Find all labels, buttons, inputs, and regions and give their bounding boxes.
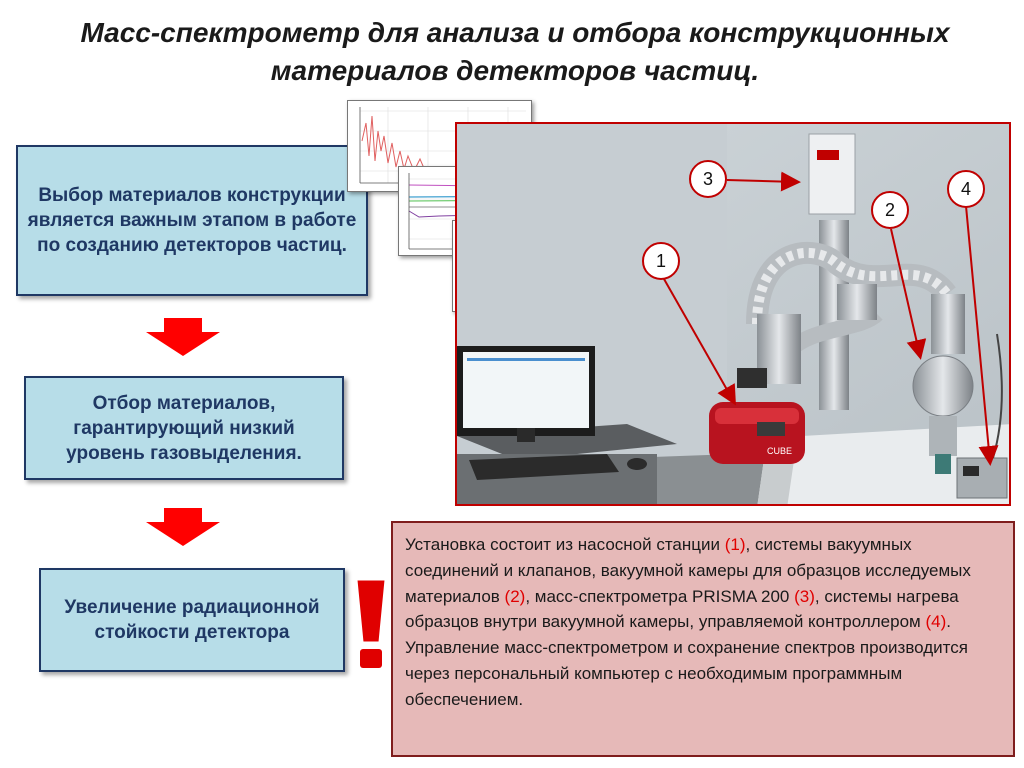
description-text: Установка состоит из насосной станции [405,535,725,554]
step-box-material-selection: Выбор материалов конструкции является ва… [16,145,368,296]
callout-1: 1 [642,242,680,280]
svg-text:CUBE: CUBE [767,446,792,456]
exclamation-icon [356,579,386,668]
description-box: Установка состоит из насосной станции (1… [391,521,1015,757]
step-text: Отбор материалов, гарантирующий низкий у… [66,392,302,464]
description-text: , масс-спектрометра PRISMA 200 [525,586,795,606]
step-box-radiation-hardness: Увеличение радиационной стойкости детект… [39,568,345,672]
step-text: Увеличение радиационной стойкости детект… [64,597,320,643]
callout-4: 4 [947,170,985,208]
ref-4: (4) [925,612,947,632]
step-text: Выбор материалов конструкции является ва… [27,185,357,256]
down-arrow-icon [146,508,220,546]
slide-title: Масс-спектрометр для анализа и отбора ко… [80,17,950,86]
ref-2: (2) [504,586,526,606]
description-text: , системы нагрева образцов внутри вакуум… [405,586,959,632]
down-arrow-icon [146,318,220,356]
description-text: . Управление масс-спектрометром и сохран… [405,612,968,709]
ref-3: (3) [794,586,815,606]
ref-1: (1) [724,535,746,554]
callout-2: 2 [871,191,909,229]
step-box-material-filtering: Отбор материалов, гарантирующий низкий у… [24,376,344,480]
callout-3: 3 [689,160,727,198]
equipment-photo: CUBE [455,122,1011,506]
description-text: , системы вакуумных соединений и клапано… [405,535,971,606]
